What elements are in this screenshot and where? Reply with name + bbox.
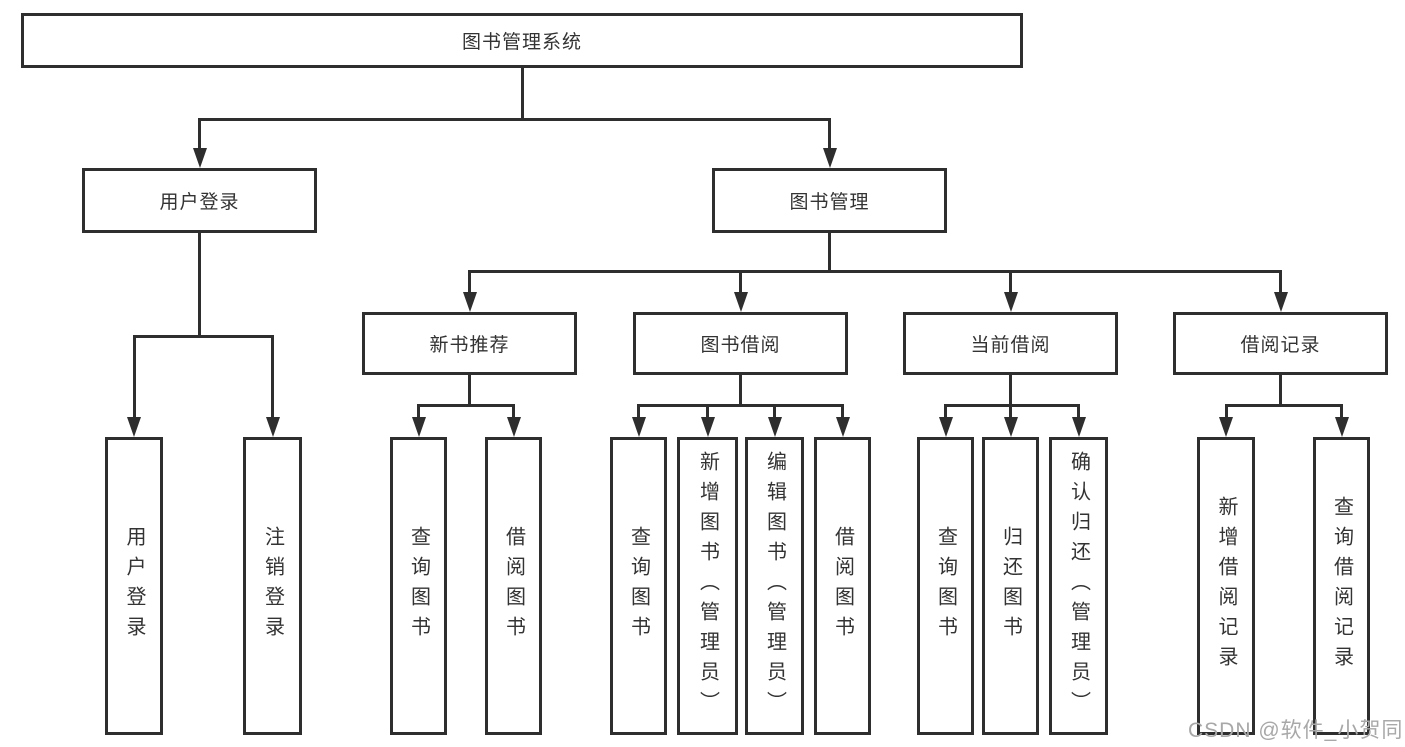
leaf-cb-return-books-label: 归还图书 <box>999 526 1022 646</box>
arrowhead-nbr-query <box>411 417 426 437</box>
leaf-bb-add-books-admin: 新增图书（管理员） <box>677 437 738 735</box>
leaf-cb-confirm-return-admin-label: 确认归还（管理员） <box>1067 451 1090 721</box>
arrowhead-bb-borrow <box>835 417 850 437</box>
arrowhead-new-book <box>462 292 477 312</box>
arrowhead-leaf-logout <box>265 417 280 437</box>
connector-borrow-records-rail <box>1224 403 1343 407</box>
connector-new-book-rail <box>417 403 515 407</box>
node-book-borrowing-label: 图书借阅 <box>700 335 781 356</box>
arrowhead-leaf-user-login <box>127 417 141 437</box>
arrowhead-current-borrow <box>1003 292 1018 312</box>
node-borrowing-records: 借阅记录 <box>1173 312 1388 375</box>
arrowhead-br-add <box>1219 417 1233 437</box>
leaf-bb-query-books-label: 查询图书 <box>627 526 650 646</box>
arrowhead-bb-edit <box>767 417 782 437</box>
leaf-cb-query-books: 查询图书 <box>917 437 974 735</box>
leaf-cb-query-books-label: 查询图书 <box>934 526 957 646</box>
connector-current-borrow-rail <box>944 403 1080 407</box>
node-current-borrowing: 当前借阅 <box>903 312 1118 375</box>
csdn-watermark: CSDN @软件_小贺同学 <box>1188 719 1404 742</box>
node-library-system-label: 图书管理系统 <box>461 32 582 53</box>
leaf-cb-return-books: 归还图书 <box>982 437 1039 735</box>
leaf-br-query-record-label: 查询借阅记录 <box>1330 496 1353 676</box>
leaf-br-query-record: 查询借阅记录 <box>1313 437 1370 735</box>
arrowhead-borrow-records <box>1273 292 1288 312</box>
leaf-br-add-record: 新增借阅记录 <box>1197 437 1255 735</box>
connector-drop-current-borrow <box>1009 271 1012 292</box>
connector-level3-rail <box>468 269 1282 273</box>
connector-drop-borrow-records <box>1279 271 1282 292</box>
connector-book-management-stem <box>828 233 831 271</box>
connector-book-borrow-stem <box>739 375 742 405</box>
connector-borrow-records-stem <box>1279 375 1282 405</box>
connector-user-login-rail <box>132 334 274 338</box>
arrowhead-bb-add <box>700 417 715 437</box>
connector-drop-new-book <box>468 271 471 292</box>
connector-new-book-stem <box>468 375 471 405</box>
connector-drop-leaf-logout <box>271 336 274 417</box>
node-book-management: 图书管理 <box>712 168 947 233</box>
connector-user-login-stem <box>198 233 201 336</box>
arrowhead-cb-query <box>938 417 953 437</box>
leaf-br-add-record-label: 新增借阅记录 <box>1215 496 1237 676</box>
connector-drop-br-add <box>1224 405 1228 417</box>
arrowhead-user-login <box>192 148 207 168</box>
leaf-bb-add-books-admin-label: 新增图书（管理员） <box>696 451 719 721</box>
connector-drop-cb-query <box>944 405 947 417</box>
leaf-nbr-borrow-books-label: 借阅图书 <box>502 526 525 646</box>
leaf-logout: 注销登录 <box>243 437 302 735</box>
arrowhead-book-management <box>822 148 837 168</box>
leaf-user-login-label: 用户登录 <box>123 526 145 646</box>
connector-drop-nbr-query <box>417 405 420 417</box>
connector-level2-rail <box>198 117 831 121</box>
connector-drop-bb-borrow <box>841 405 844 417</box>
leaf-bb-borrow-books-label: 借阅图书 <box>831 526 854 646</box>
leaf-bb-edit-books-admin-label: 编辑图书（管理员） <box>763 451 786 721</box>
node-borrowing-records-label: 借阅记录 <box>1240 335 1321 356</box>
leaf-bb-edit-books-admin: 编辑图书（管理员） <box>745 437 804 735</box>
connector-book-borrow-rail <box>637 403 844 407</box>
leaf-nbr-query-books: 查询图书 <box>390 437 447 735</box>
connector-drop-nbr-borrow <box>512 405 515 417</box>
node-new-book-recommend-label: 新书推荐 <box>429 335 510 356</box>
node-user-login: 用户登录 <box>82 168 317 233</box>
arrowhead-nbr-borrow <box>506 417 521 437</box>
arrowhead-br-query <box>1334 417 1349 437</box>
arrowhead-cb-return <box>1003 417 1018 437</box>
node-library-system: 图书管理系统 <box>21 13 1023 68</box>
connector-drop-bb-add <box>706 405 709 417</box>
connector-root-stem <box>520 68 524 120</box>
node-current-borrowing-label: 当前借阅 <box>970 335 1051 356</box>
connector-drop-book-management <box>828 119 831 148</box>
connector-drop-cb-return <box>1009 405 1012 417</box>
node-book-management-label: 图书管理 <box>789 192 870 213</box>
connector-current-borrow-stem <box>1009 375 1012 405</box>
arrowhead-cb-confirm <box>1071 417 1086 437</box>
node-book-borrowing: 图书借阅 <box>633 312 848 375</box>
leaf-bb-borrow-books: 借阅图书 <box>814 437 871 735</box>
leaf-nbr-query-books-label: 查询图书 <box>407 526 430 646</box>
connector-drop-book-borrow <box>739 271 742 292</box>
connector-drop-cb-confirm <box>1077 405 1080 417</box>
leaf-cb-confirm-return-admin: 确认归还（管理员） <box>1049 437 1108 735</box>
node-new-book-recommend: 新书推荐 <box>362 312 577 375</box>
connector-drop-bb-query <box>637 405 640 417</box>
connector-drop-bb-edit <box>773 405 776 417</box>
leaf-bb-query-books: 查询图书 <box>610 437 667 735</box>
leaf-nbr-borrow-books: 借阅图书 <box>485 437 542 735</box>
connector-drop-br-query <box>1340 405 1343 417</box>
node-user-login-label: 用户登录 <box>159 192 240 213</box>
leaf-logout-label: 注销登录 <box>261 526 284 646</box>
connector-drop-user-login <box>198 119 201 148</box>
connector-drop-leaf-user-login <box>132 336 136 417</box>
leaf-user-login: 用户登录 <box>105 437 163 735</box>
arrowhead-book-borrow <box>733 292 748 312</box>
arrowhead-bb-query <box>631 417 646 437</box>
